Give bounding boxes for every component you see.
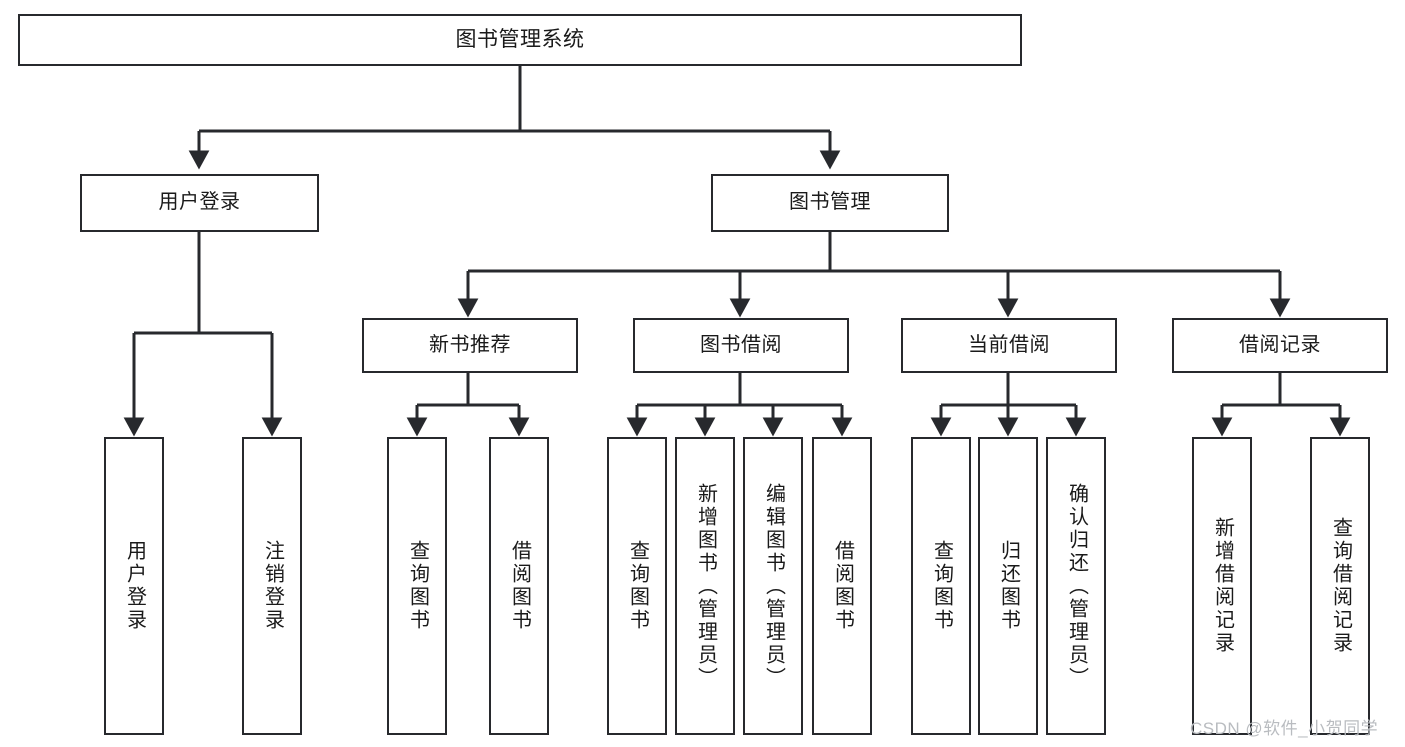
leaf-book-borrow-query-book[interactable]: 查询图书 [607,437,667,735]
leaf-user-login-login-label: 用户登录 [123,540,146,632]
leaf-current-borrow-confirm-return-admin[interactable]: 确认归还（管理员） [1046,437,1106,735]
leaf-book-borrow-borrow-book-label: 借阅图书 [831,540,854,632]
leaf-new-book-borrow-book[interactable]: 借阅图书 [489,437,549,735]
leaf-book-borrow-edit-book-admin-label: 编辑图书（管理员） [762,482,785,690]
node-current-borrow[interactable]: 当前借阅 [901,318,1117,373]
node-current-borrow-label: 当前借阅 [968,333,1050,356]
node-book-borrow-label: 图书借阅 [700,333,782,356]
leaf-book-borrow-borrow-book[interactable]: 借阅图书 [812,437,872,735]
leaf-borrow-record-query-record-label: 查询借阅记录 [1329,517,1352,655]
node-root[interactable]: 图书管理系统 [18,14,1022,66]
leaf-current-borrow-query-book[interactable]: 查询图书 [911,437,971,735]
node-borrow-record-label: 借阅记录 [1239,333,1321,356]
leaf-current-borrow-query-book-label: 查询图书 [930,540,953,632]
node-book-management-label: 图书管理 [789,191,871,214]
leaf-new-book-query-book-label: 查询图书 [406,540,429,632]
leaf-new-book-borrow-book-label: 借阅图书 [508,540,531,632]
node-new-book-recommend[interactable]: 新书推荐 [362,318,578,373]
node-new-book-recommend-label: 新书推荐 [429,333,511,356]
leaf-book-borrow-edit-book-admin[interactable]: 编辑图书（管理员） [743,437,803,735]
leaf-user-login-logout[interactable]: 注销登录 [242,437,302,735]
leaf-borrow-record-add-record[interactable]: 新增借阅记录 [1192,437,1252,735]
leaf-current-borrow-return-book-label: 归还图书 [997,540,1020,632]
node-root-label: 图书管理系统 [455,27,585,51]
node-book-management[interactable]: 图书管理 [711,174,949,232]
leaf-user-login-logout-label: 注销登录 [261,540,284,632]
node-user-login-label: 用户登录 [158,191,241,214]
node-borrow-record[interactable]: 借阅记录 [1172,318,1388,373]
leaf-borrow-record-query-record[interactable]: 查询借阅记录 [1310,437,1370,735]
leaf-borrow-record-add-record-label: 新增借阅记录 [1211,517,1234,655]
leaf-new-book-query-book[interactable]: 查询图书 [387,437,447,735]
node-user-login[interactable]: 用户登录 [80,174,319,232]
leaf-user-login-login[interactable]: 用户登录 [104,437,164,735]
leaf-book-borrow-query-book-label: 查询图书 [626,540,649,632]
node-book-borrow[interactable]: 图书借阅 [633,318,849,373]
leaf-book-borrow-add-book-admin[interactable]: 新增图书（管理员） [675,437,735,735]
leaf-current-borrow-return-book[interactable]: 归还图书 [978,437,1038,735]
leaf-book-borrow-add-book-admin-label: 新增图书（管理员） [694,482,717,690]
leaf-current-borrow-confirm-return-admin-label: 确认归还（管理员） [1065,482,1088,690]
